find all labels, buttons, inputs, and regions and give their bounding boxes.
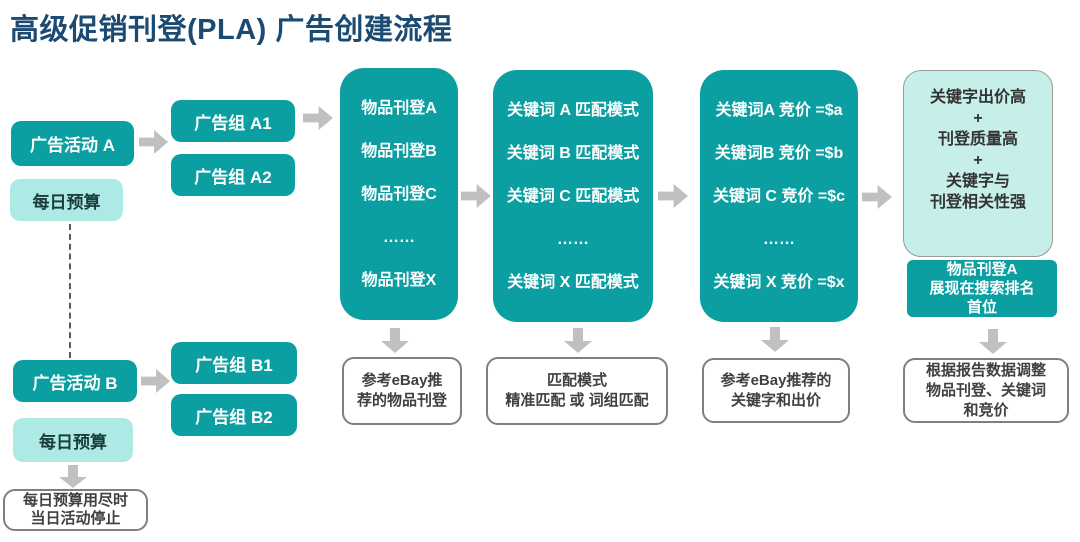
arrow-right-icon (141, 369, 170, 393)
arrow-down-icon (761, 327, 789, 352)
listing-line: 物品刊登A (361, 99, 437, 117)
listings-note-box: 参考eBay推 荐的物品刊登 (342, 357, 462, 425)
quality-line: 刊登相关性强 (929, 194, 1026, 211)
rank-line: 首位 (966, 299, 997, 316)
listing-line: 物品刊登X (361, 271, 437, 289)
arrow-right-icon (461, 184, 491, 208)
arrow-down-icon (979, 329, 1007, 354)
arrow-right-icon (303, 106, 333, 130)
note-line: 和竞价 (963, 401, 1009, 419)
arrow-right-icon (658, 184, 688, 208)
campaign-a-box: 广告活动 A (11, 121, 134, 166)
ellipsis-line: …… (557, 230, 589, 248)
stop-note-line: 每日预算用尽时 (22, 492, 128, 509)
quality-line: 关键字与 (945, 173, 1010, 190)
plus-sign: + (973, 110, 983, 127)
campaign-b-box: 广告活动 B (13, 360, 137, 402)
arrow-down-icon (564, 328, 592, 353)
page-title: 高级促销刊登(PLA) 广告创建流程 (10, 14, 453, 46)
bids-note-box: 参考eBay推荐的 关键字和出价 (702, 358, 850, 423)
dashed-connector (69, 224, 71, 358)
keywords-bid-box: 关键词A 竞价 =$a 关键词B 竞价 =$b 关键词 C 竞价 =$c …… … (700, 70, 858, 322)
rank-line: 物品刊登A (946, 261, 1018, 278)
note-line: 精准匹配 或 词组匹配 (505, 392, 649, 409)
arrow-down-icon (381, 328, 409, 353)
budget-a-box: 每日预算 (10, 179, 123, 221)
rank-line: 展现在搜索排名 (929, 280, 1035, 297)
bid-line: 关键词A 竞价 =$a (715, 101, 843, 119)
keyword-line: 关键词 X 匹配模式 (507, 273, 639, 291)
listing-line: 物品刊登B (361, 142, 437, 160)
note-line: 参考eBay推 (361, 372, 443, 389)
keywords-match-box: 关键词 A 匹配模式 关键词 B 匹配模式 关键词 C 匹配模式 …… 关键词 … (493, 70, 653, 322)
note-line: 关键字和出价 (730, 391, 821, 409)
note-line: 匹配模式 (546, 372, 607, 389)
ad-group-a1-box: 广告组 A1 (171, 100, 295, 142)
listings-box: 物品刊登A 物品刊登B 物品刊登C …… 物品刊登X (340, 68, 458, 320)
ad-group-a2-box: 广告组 A2 (171, 154, 295, 196)
quality-box: 关键字出价高 + 刊登质量高 + 关键字与 刊登相关性强 (903, 70, 1053, 257)
ellipsis-line: …… (383, 228, 415, 246)
ad-group-b1-box: 广告组 B1 (171, 342, 297, 384)
keyword-line: 关键词 A 匹配模式 (507, 101, 639, 119)
note-line: 物品刊登、关键词 (925, 381, 1046, 399)
quality-line: 关键字出价高 (929, 89, 1026, 106)
bid-line: 关键词 X 竞价 =$x (713, 273, 845, 291)
note-line: 根据报告数据调整 (925, 361, 1046, 379)
bid-line: 关键词B 竞价 =$b (714, 144, 844, 162)
note-line: 参考eBay推荐的 (720, 371, 832, 389)
bid-line: 关键词 C 竞价 =$c (712, 187, 846, 205)
stop-note-box: 每日预算用尽时 当日活动停止 (3, 489, 148, 531)
arrow-right-icon (862, 185, 892, 209)
keyword-line: 关键词 C 匹配模式 (506, 187, 640, 205)
quality-line: 刊登质量高 (937, 131, 1018, 148)
keyword-line: 关键词 B 匹配模式 (506, 144, 640, 162)
plus-sign: + (973, 152, 983, 169)
arrow-down-icon (59, 465, 87, 488)
ellipsis-line: …… (763, 230, 795, 248)
note-line: 荐的物品刊登 (356, 392, 447, 409)
stop-note-line: 当日活动停止 (30, 510, 121, 527)
top-rank-box: 物品刊登A 展现在搜索排名 首位 (907, 260, 1057, 317)
arrow-right-icon (139, 130, 168, 154)
listing-line: 物品刊登C (361, 185, 437, 203)
adjust-note-box: 根据报告数据调整 物品刊登、关键词 和竞价 (903, 358, 1069, 423)
ad-group-b2-box: 广告组 B2 (171, 394, 297, 436)
budget-b-box: 每日预算 (13, 418, 133, 462)
match-note-box: 匹配模式 精准匹配 或 词组匹配 (486, 357, 668, 425)
